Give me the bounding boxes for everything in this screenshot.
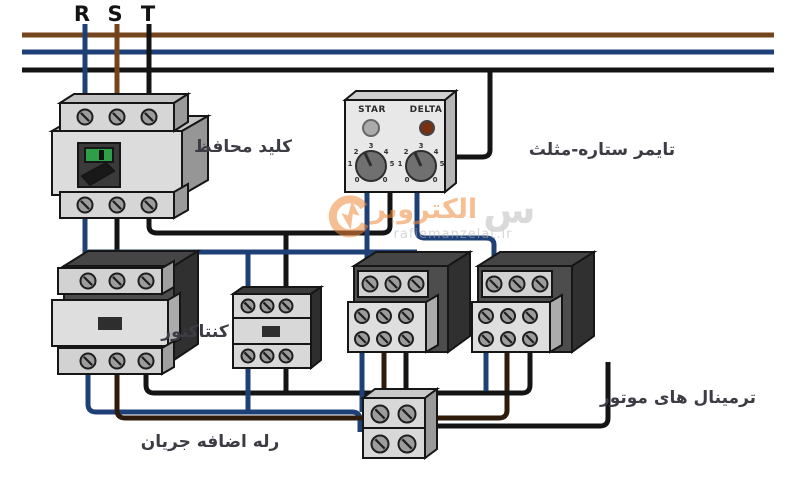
- wire: [85, 370, 363, 432]
- motor-terminals-label: ترمینال های موتور: [599, 388, 757, 408]
- dial-tick: 1: [398, 160, 403, 168]
- star-delta-timer-label: تایمر ستاره-مثلث: [528, 140, 676, 160]
- phase-label-t: T: [140, 2, 156, 26]
- dial-tick: 0: [383, 176, 388, 184]
- dial-tick: 0: [355, 176, 360, 184]
- dial-tick: 5: [440, 160, 445, 168]
- wire: [114, 346, 510, 421]
- auxiliary-contactor: [229, 285, 325, 371]
- dial-tick: 3: [369, 142, 374, 150]
- phase-label-s: S: [107, 2, 123, 26]
- dial-tick: 5: [390, 160, 395, 168]
- overload-relay-2: [471, 250, 598, 354]
- breaker-label: کلید محافظ: [194, 137, 292, 157]
- dial-tick: 3: [419, 142, 424, 150]
- dial-tick: 4: [384, 148, 389, 156]
- dial-tick: 0: [433, 176, 438, 184]
- dial-tick: 0: [405, 176, 410, 184]
- wire: [447, 70, 493, 160]
- dial-tick: 2: [354, 148, 359, 156]
- phase-label-r: R: [73, 2, 91, 26]
- contactor-label: کنتاکتور: [161, 322, 229, 342]
- dial-tick: 2: [404, 148, 409, 156]
- overload-relay-1: [347, 250, 474, 354]
- timer-star-label: STAR: [358, 105, 386, 115]
- dial-tick: 1: [348, 160, 353, 168]
- main-contactor: [51, 249, 202, 376]
- timer-delta-label: DELTA: [409, 105, 443, 115]
- overload-relay-label: رله اضافه جریان: [140, 432, 280, 452]
- wire: [414, 192, 497, 280]
- motor-terminal-block: [360, 387, 440, 460]
- three-phase-bus-lines: [22, 32, 774, 73]
- dial-tick: 4: [434, 148, 439, 156]
- wire: [143, 346, 533, 396]
- circuit-breaker: [48, 92, 212, 220]
- wire: [146, 192, 393, 236]
- wire: [427, 362, 611, 429]
